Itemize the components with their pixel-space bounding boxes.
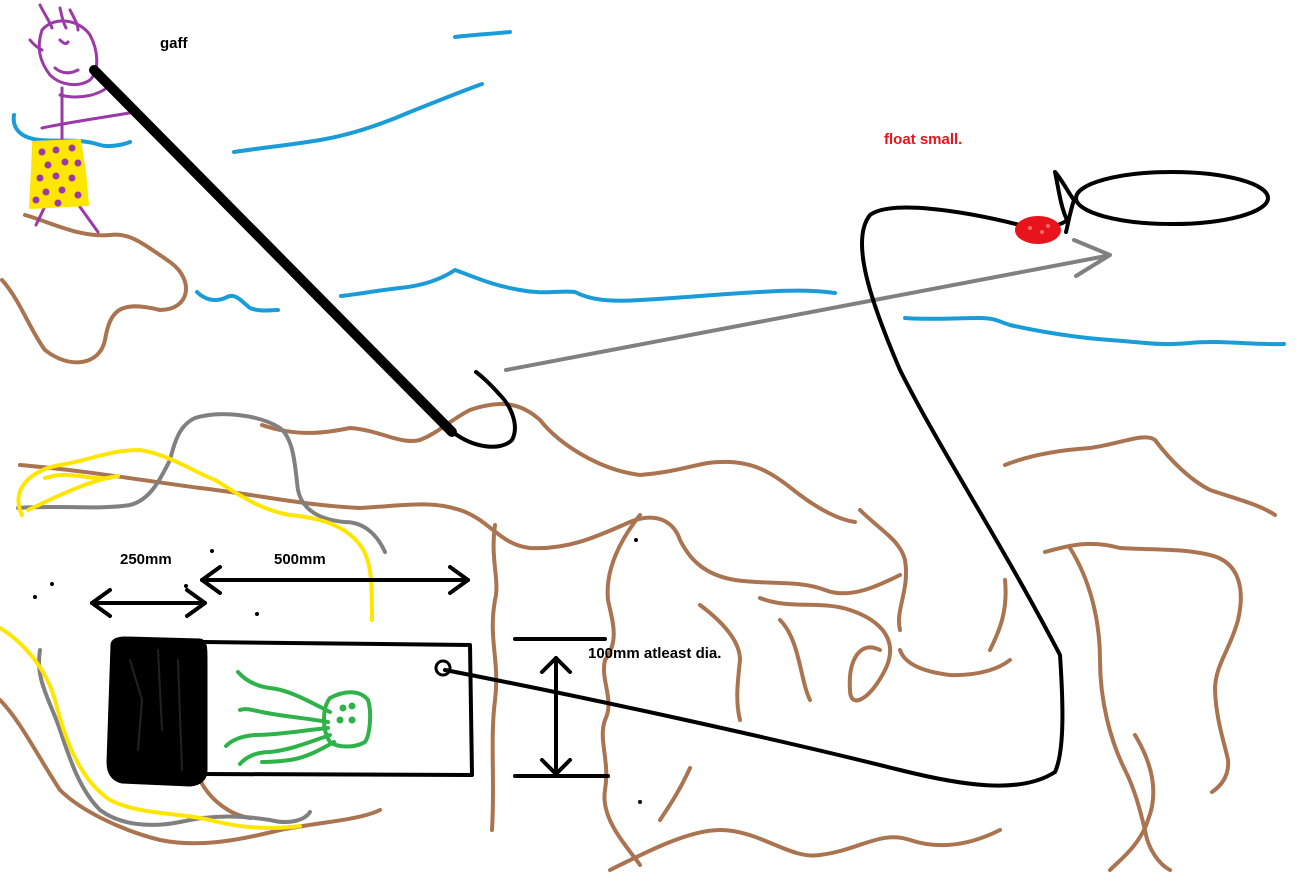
water-lines (11, 30, 1286, 347)
trap-tube (202, 640, 474, 777)
person-figure (28, 3, 137, 234)
float-small-label: float small. (884, 131, 963, 148)
dimension-diameter-arrow (513, 637, 610, 778)
person-body-spots (32, 144, 82, 207)
gaff-label: gaff (160, 35, 188, 52)
throw-arrow (504, 238, 1112, 372)
dimension-diameter-label: 100mm atleast dia. (588, 645, 722, 662)
gaff-tool (89, 65, 517, 449)
dimension-250mm-label: 250mm (120, 551, 172, 568)
float-bob (1015, 216, 1061, 244)
octopus-spots (336, 702, 356, 724)
gaff-hook (446, 370, 517, 449)
float-line (443, 170, 1270, 788)
ink-dots (33, 538, 642, 804)
float-bob-highlight (1028, 224, 1050, 234)
gaff-pole (89, 65, 457, 437)
dimension-500mm-label: 500mm (274, 551, 326, 568)
rock-outlines (0, 213, 1277, 872)
dimension-500-arrow (200, 565, 470, 595)
yellow-weed (0, 448, 374, 830)
dimension-250-arrow (90, 588, 207, 618)
octopus-drawing (224, 670, 373, 766)
grey-weed (16, 412, 387, 827)
trap-end-cap (106, 636, 208, 787)
